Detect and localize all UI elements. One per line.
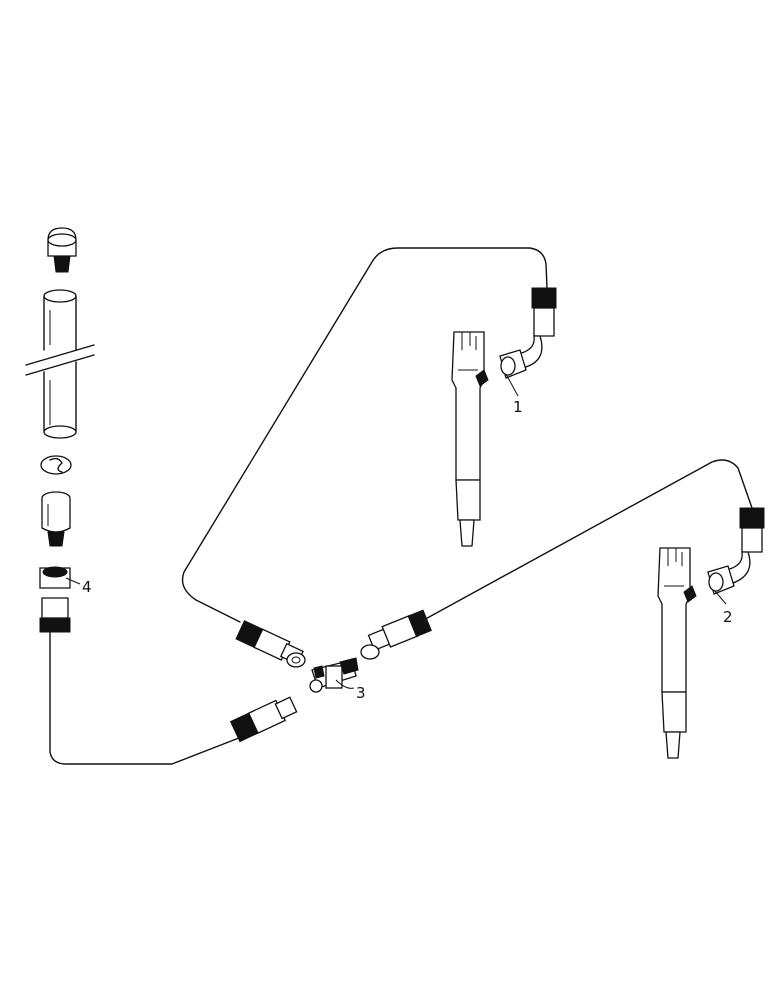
hose-left-to-tee	[49, 631, 245, 765]
hose-end-right	[367, 609, 432, 652]
elbow-fitting-2	[707, 507, 765, 595]
tube-part	[25, 289, 95, 439]
tee-assembly	[229, 609, 432, 743]
callout-label-1: 1	[513, 398, 523, 416]
fitting-nut-part	[41, 491, 71, 547]
callout-label-2: 2	[723, 608, 733, 626]
callout-2: 2	[713, 589, 733, 626]
callout-3: 3	[335, 679, 366, 702]
callout-4: 4	[65, 577, 92, 596]
cap-part	[47, 227, 77, 273]
hose-tee-to-injector-2	[419, 459, 753, 623]
callout-1: 1	[505, 373, 523, 416]
tee-fitting-3	[309, 657, 359, 693]
hose-tee-to-injector-1	[181, 247, 548, 623]
left-tube-assembly	[25, 227, 95, 633]
injector-2	[657, 547, 697, 759]
elbow-fitting-1	[499, 287, 557, 379]
hose-end-fitting-4	[39, 566, 71, 633]
nut-upper-left	[286, 652, 306, 668]
injector-1	[451, 331, 489, 547]
fuel-lines	[49, 247, 753, 765]
callout-label-4: 4	[82, 578, 92, 596]
washer-part	[40, 455, 72, 475]
nut-right	[360, 644, 380, 660]
callout-label-3: 3	[356, 684, 366, 702]
hose-end-lower	[229, 696, 298, 743]
